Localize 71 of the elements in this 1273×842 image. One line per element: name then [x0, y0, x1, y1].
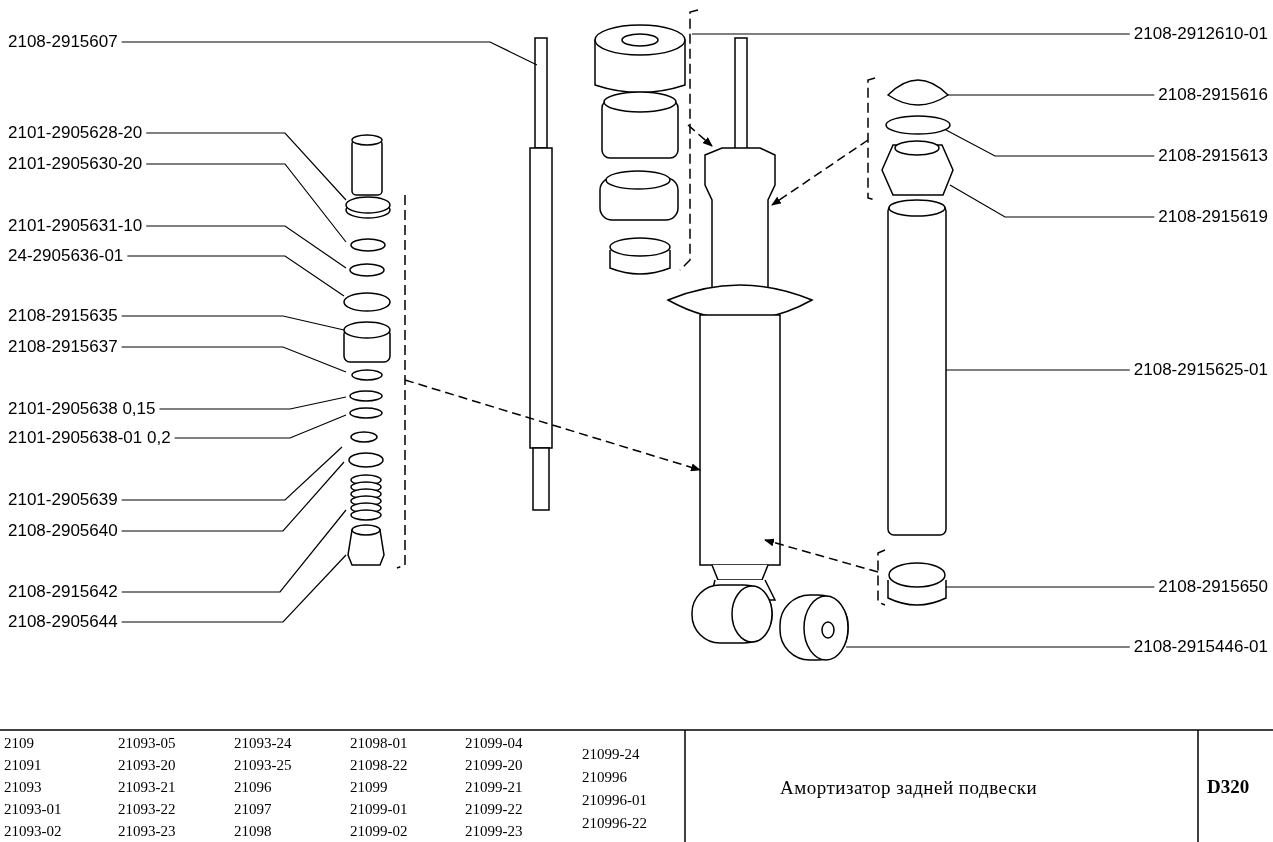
model-code: 21093-02 [4, 822, 62, 840]
model-code: 21098-01 [350, 734, 408, 752]
model-code: 21097 [234, 800, 272, 818]
model-code: 21093-23 [118, 822, 176, 840]
model-code: 21093-20 [118, 756, 176, 774]
part-number: 2108-2915637 [8, 337, 118, 357]
leader-line [945, 586, 1155, 588]
model-code: 21099-23 [465, 822, 523, 840]
leader-line [126, 255, 345, 297]
model-code: 21099-21 [465, 778, 523, 796]
model-code: 21099-24 [582, 745, 640, 763]
part-number: 2108-2912610-01 [1133, 24, 1268, 44]
model-code: 21093-01 [4, 800, 62, 818]
leader-line [945, 129, 1155, 157]
model-code: 21093-22 [118, 800, 176, 818]
part-number: 2108-2915613 [1158, 146, 1268, 166]
part-number: 2108-2915446-01 [1133, 637, 1268, 657]
part-number: 2108-2915650 [1158, 577, 1268, 597]
model-code: 210996 [582, 768, 627, 786]
part-number: 2108-2915607 [8, 32, 118, 52]
part-number: 2108-2915625-01 [1133, 360, 1268, 380]
model-code: 21093-24 [234, 734, 292, 752]
model-code: 21091 [4, 756, 42, 774]
part-number: 2101-2905639 [8, 490, 118, 510]
model-code: 21099 [350, 778, 388, 796]
leader-line [947, 94, 1155, 96]
leader-line [145, 132, 347, 201]
model-code: 21098-22 [350, 756, 408, 774]
model-code: 21099-20 [465, 756, 523, 774]
model-code: 21099-04 [465, 734, 523, 752]
part-number: 24-2905636-01 [8, 246, 124, 266]
model-code: 210996-01 [582, 791, 647, 809]
part-number: 2101-2905631-10 [8, 216, 143, 236]
model-code: 21099-01 [350, 800, 408, 818]
leader-line [121, 315, 345, 331]
leader-line [691, 33, 1131, 35]
model-code: 21093-25 [234, 756, 292, 774]
part-number: 2108-2915635 [8, 306, 118, 326]
part-number: 2101-2905638-01 0,2 [8, 428, 171, 448]
leader-line [158, 396, 347, 410]
part-number: 2108-2915619 [1158, 207, 1268, 227]
part-number: 2101-2905628-20 [8, 123, 143, 143]
part-number: 2108-2915642 [8, 582, 118, 602]
page-code: D320 [1207, 778, 1250, 796]
leader-line [121, 509, 347, 593]
model-code: 2109 [4, 734, 34, 752]
part-number: 2108-2905644 [8, 612, 118, 632]
model-code: 21099-22 [465, 800, 523, 818]
part-number: 2108-2915616 [1158, 85, 1268, 105]
model-code: 210996-22 [582, 814, 647, 832]
leader-line [145, 163, 347, 243]
leader-line [945, 369, 1131, 371]
leader-line [121, 446, 343, 501]
model-code: 21096 [234, 778, 272, 796]
leader-line [121, 41, 538, 66]
part-number: 2101-2905630-20 [8, 154, 143, 174]
part-number: 2101-2905638 0,15 [8, 399, 156, 419]
leader-line [121, 461, 345, 532]
leader-line [174, 414, 347, 439]
model-code: 21093-21 [118, 778, 176, 796]
leader-line [145, 225, 347, 269]
leader-line [949, 184, 1155, 218]
part-number: 2108-2905640 [8, 521, 118, 541]
leader-line [121, 346, 347, 373]
part-name: Амортизатор задней подвески [780, 779, 1038, 797]
leader-line [845, 646, 1131, 648]
model-code: 21093-05 [118, 734, 176, 752]
model-code: 21099-02 [350, 822, 408, 840]
model-code: 21098 [234, 822, 272, 840]
leader-line [121, 554, 347, 623]
model-code: 21093 [4, 778, 42, 796]
